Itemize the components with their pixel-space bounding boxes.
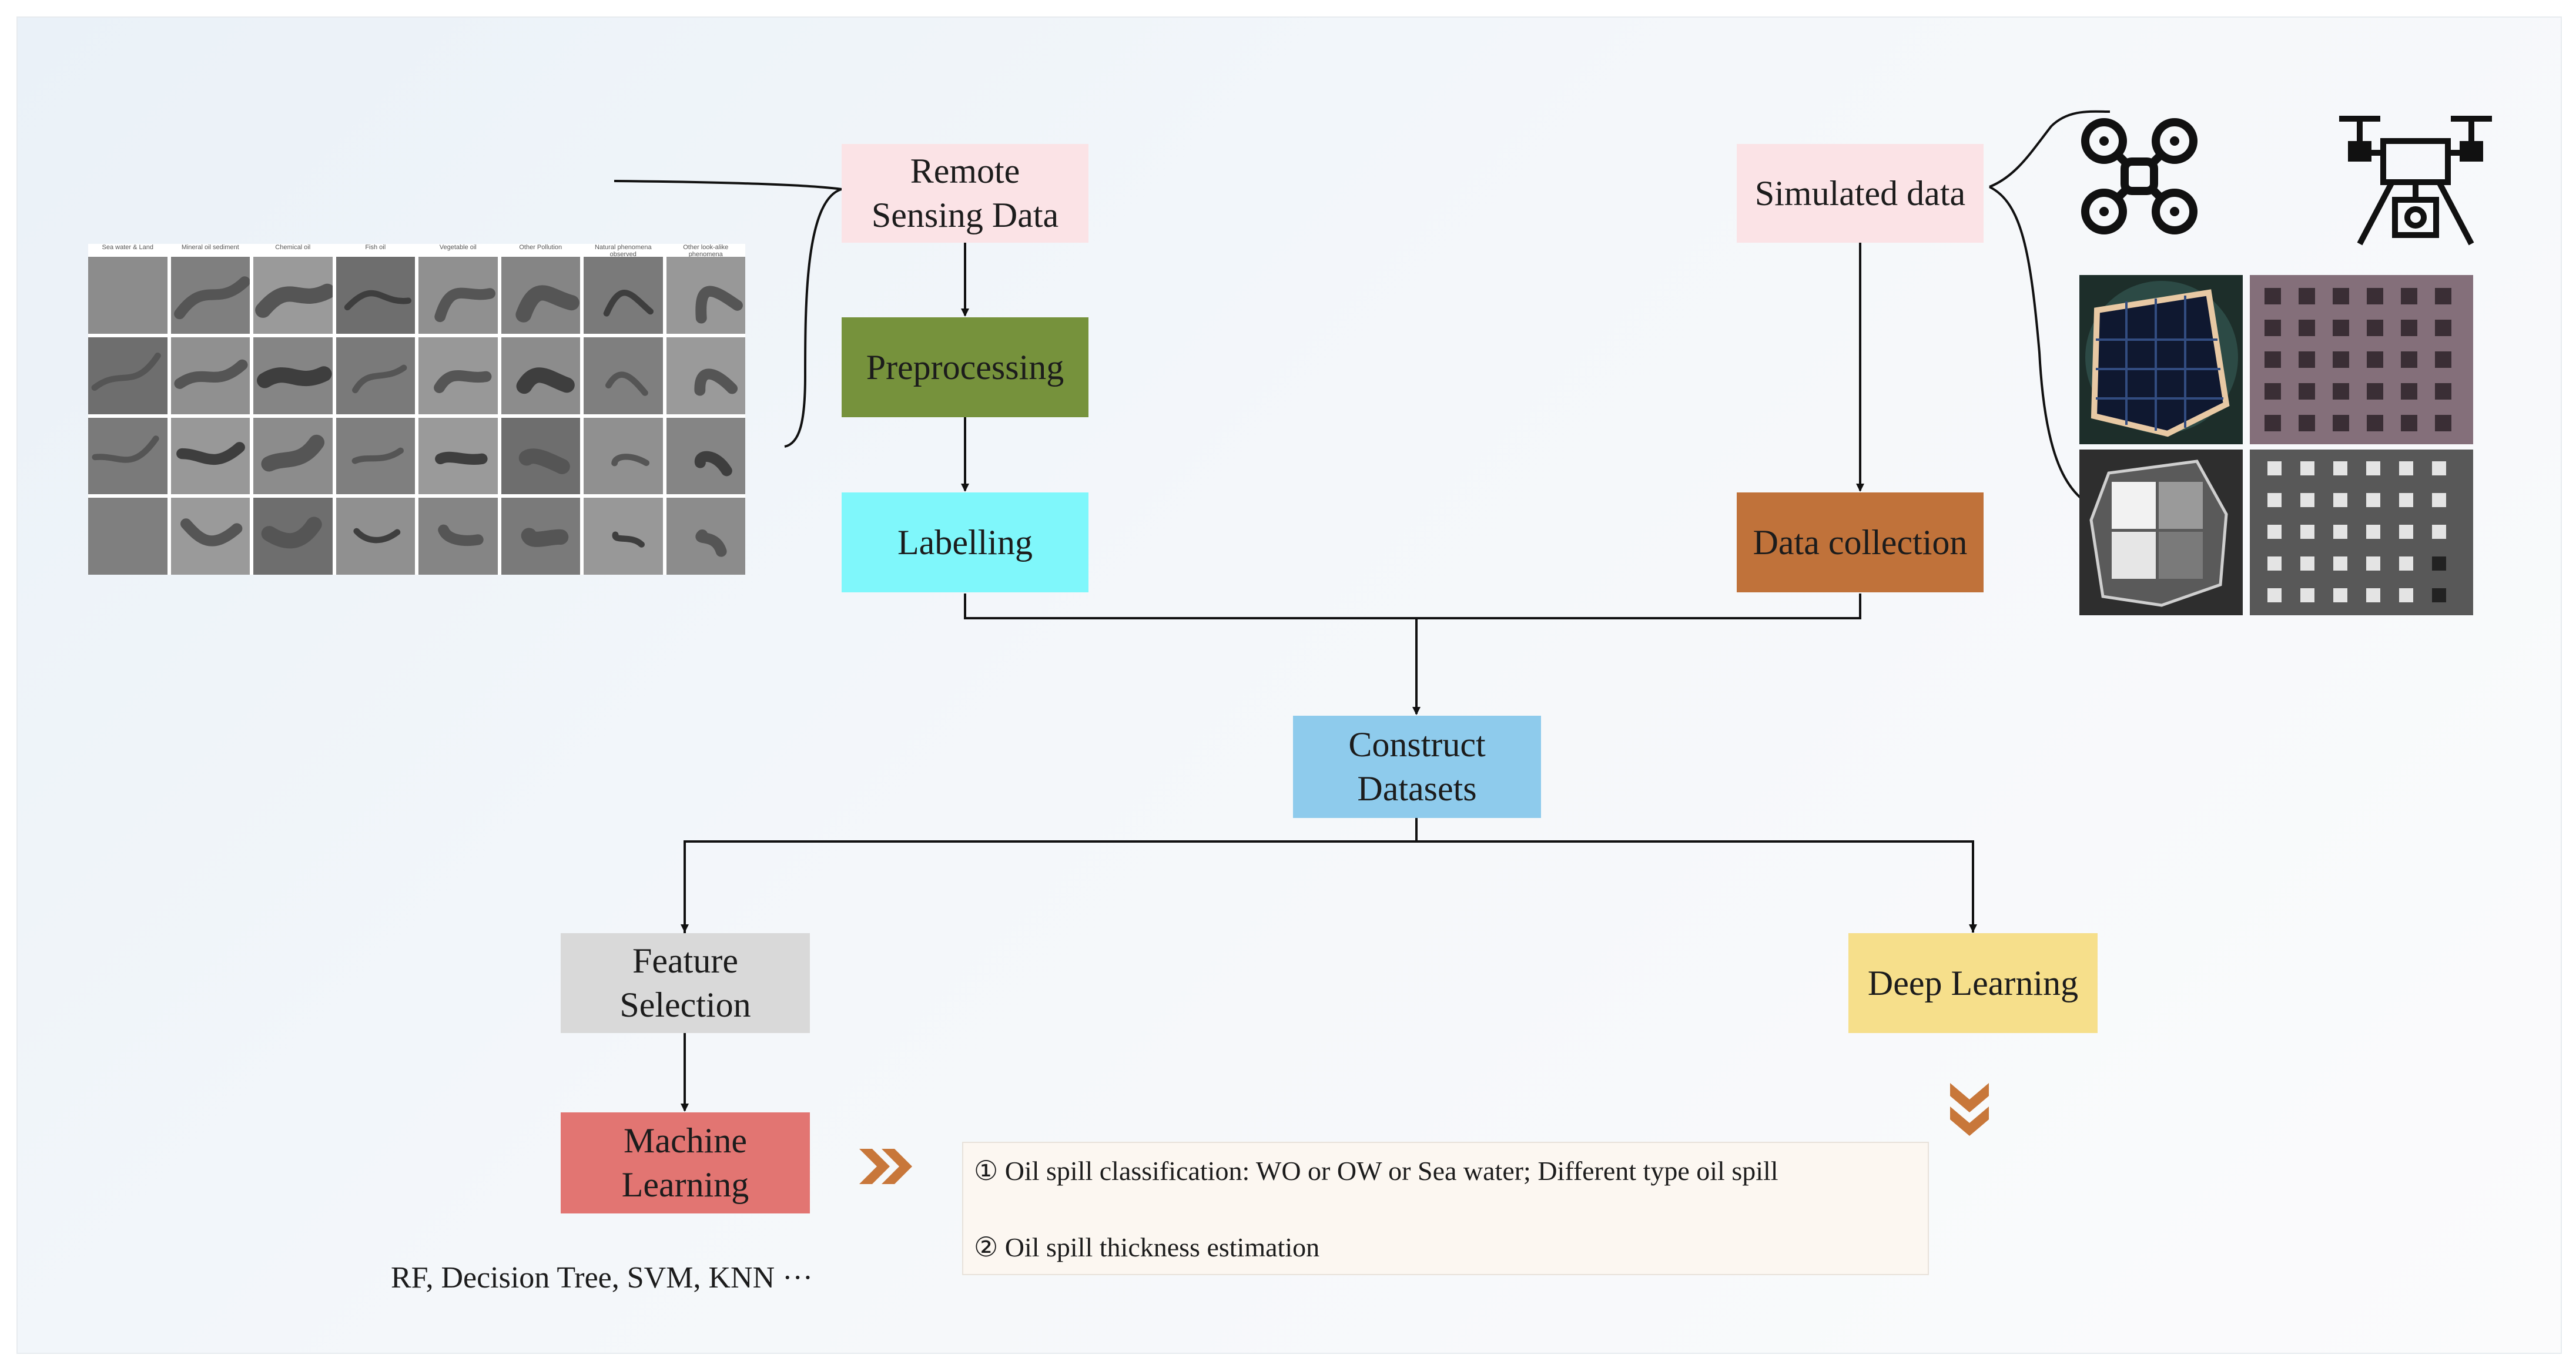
sample-image-tile: [88, 417, 168, 495]
sample-image-tile: [584, 498, 663, 575]
sample-image-tile: [501, 498, 580, 575]
sample-image-tile: [336, 417, 415, 495]
sample-image-tile: [88, 498, 168, 575]
experiment-photo-grid-gray: [2250, 450, 2473, 615]
node-labelling: Labelling: [842, 492, 1088, 592]
double-chevron-down-icon: [1950, 1083, 1989, 1136]
node-deep-label: Deep Learning: [1867, 963, 2079, 1002]
node-machine-learning: Machine Learning: [561, 1112, 810, 1213]
sample-image-tile: [253, 337, 333, 414]
sample-image-tile: [418, 498, 498, 575]
sample-image-tile: [336, 498, 415, 575]
brace-left: [614, 180, 842, 448]
experiment-photo-tank-color: [2079, 275, 2243, 444]
sample-image-tile: [336, 337, 415, 414]
drone-quadcopter-icon: [2081, 118, 2198, 234]
merge-line-left: [964, 594, 1861, 619]
node-simulated-data: Simulated data: [1737, 144, 1984, 243]
node-data-collection: Data collection: [1737, 492, 1984, 592]
result-item-thickness: ② Oil spill thickness estimation: [974, 1232, 1320, 1262]
sample-grid-header: Fish oil: [365, 244, 386, 251]
node-data-collection-label: Data collection: [1753, 522, 1968, 562]
sample-grid-header: Natural phenomena observed: [594, 244, 652, 258]
node-preprocessing-label: Preprocessing: [866, 347, 1064, 387]
sample-image-tile: [501, 337, 580, 414]
node-construct-label: Construct Datasets: [1348, 725, 1486, 808]
sample-image-grid: Sea water & Land Mineral oil sediment Chem…: [88, 244, 745, 575]
node-deep-learning: Deep Learning: [1848, 933, 2098, 1033]
sample-image-tile: [170, 498, 250, 575]
sample-image-tile: [501, 257, 580, 334]
split-line: [684, 840, 1974, 938]
drone-camera-icon: [2339, 116, 2492, 246]
node-remote-sensing-label: Remote Sensing Data: [871, 152, 1059, 234]
sample-grid-header: Sea water & Land: [102, 244, 153, 251]
sample-image-tile: [418, 257, 498, 334]
node-preprocessing: Preprocessing: [842, 317, 1088, 417]
node-construct-datasets: Construct Datasets: [1293, 716, 1541, 818]
sample-image-tile: [666, 337, 745, 414]
sample-image-tile: [170, 417, 250, 495]
sample-image-tile: [584, 337, 663, 414]
sample-image-tile: [88, 257, 168, 334]
sample-image-tile: [501, 417, 580, 495]
ml-methods-text: RF, Decision Tree, SVM, KNN ···: [391, 1261, 813, 1295]
node-ml-label: Machine Learning: [621, 1121, 749, 1204]
sample-image-tile: [253, 257, 333, 334]
node-feature-label: Feature Selection: [619, 941, 751, 1024]
sample-grid-header: Other Pollution: [519, 244, 562, 251]
sample-image-tile: [666, 257, 745, 334]
sample-image-tile: [253, 498, 333, 575]
sample-image-tile: [253, 417, 333, 495]
sample-image-tile: [418, 417, 498, 495]
diagram-frame: [16, 16, 2562, 1354]
results-panel: ① Oil spill classification: WO or OW or …: [962, 1142, 1929, 1275]
sample-image-tile: [170, 257, 250, 334]
sample-image-tile: [584, 257, 663, 334]
sample-image-tile: [666, 498, 745, 575]
sample-image-tile: [336, 257, 415, 334]
sample-image-tile: [88, 337, 168, 414]
sample-grid-header: Mineral oil sediment: [181, 244, 239, 251]
double-chevron-right-icon: [859, 1149, 912, 1184]
node-labelling-label: Labelling: [897, 522, 1033, 562]
sample-image-tile: [666, 417, 745, 495]
sample-image-tile: [584, 417, 663, 495]
node-feature-selection: Feature Selection: [561, 933, 810, 1033]
node-simulated-label: Simulated data: [1754, 173, 1966, 213]
result-item-classification: ① Oil spill classification: WO or OW or …: [974, 1156, 1778, 1186]
sample-image-tile: [418, 337, 498, 414]
node-remote-sensing-data: Remote Sensing Data: [842, 144, 1088, 243]
sample-grid-header: Other look-alike phenomena: [683, 244, 729, 258]
experiment-photo-grid-color: [2250, 275, 2473, 444]
sample-grid-header: Vegetable oil: [439, 244, 477, 251]
experiment-photo-tank-gray: [2079, 450, 2243, 615]
sample-grid-header: Chemical oil: [275, 244, 311, 251]
brace-right: [1989, 110, 2111, 512]
sample-image-tile: [170, 337, 250, 414]
